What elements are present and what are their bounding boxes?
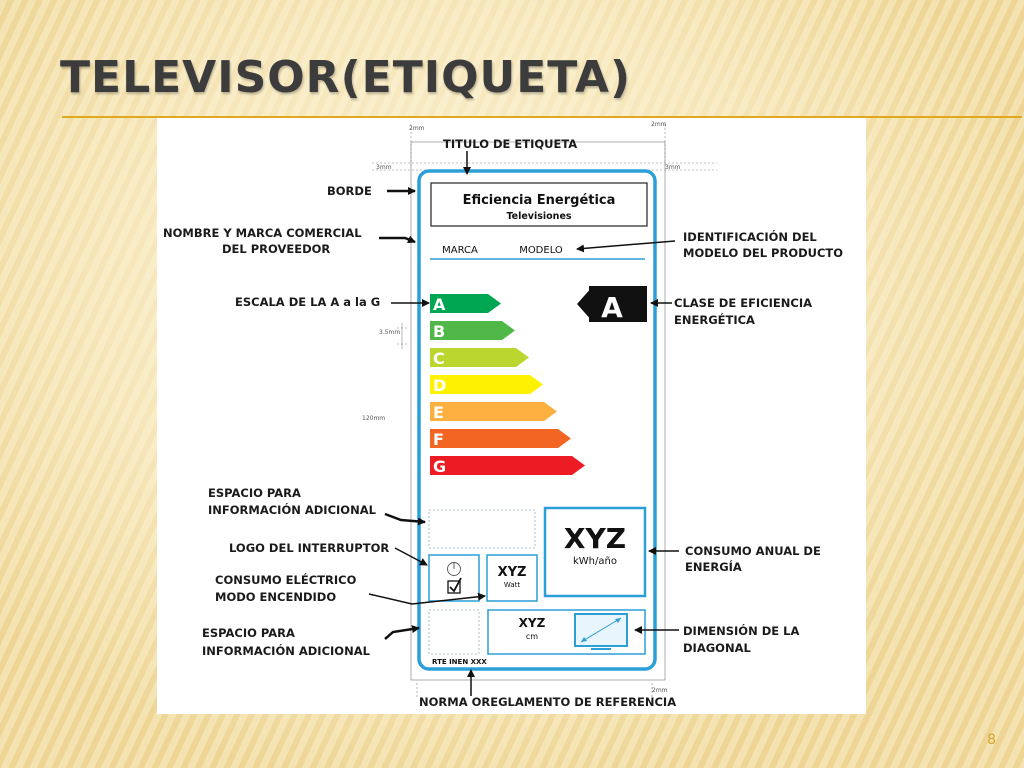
dim-top-right: 2mm [651,121,667,128]
title-underline [62,116,1022,118]
callout-on-mode-power-1: CONSUMO ELÉCTRICO [215,572,357,587]
annual-consumption-unit: kWh/año [573,556,617,567]
on-mode-power-box [486,554,538,602]
label-subtitle: Televisiones [506,211,571,222]
callout-switch-logo: LOGO DEL INTERRUPTOR [229,541,389,555]
grade-letter-d: D [433,376,446,395]
grade-bar-b [430,321,515,340]
checkbox-icon [447,577,462,594]
callout-additional-info-1b: INFORMACIÓN ADICIONAL [208,502,377,517]
dim-label-height: 120mm [362,415,385,422]
label-diagram: 2mm 2mm 3mm 3mm 3.5mm 120mm 2mm Eficienc… [157,118,866,714]
grade-letter-b: B [433,322,445,341]
callout-scale: ESCALA DE LA A a la G [235,295,380,309]
callout-arrows [368,151,679,696]
callout-annual-consumption-1: CONSUMO ANUAL DE [685,544,821,558]
grade-bar-c [430,348,529,367]
callout-supplier-name-1: NOMBRE Y MARCA COMERCIAL [163,226,362,240]
dim-top-left: 2mm [409,125,425,132]
callout-on-mode-power-2: MODO ENCENDIDO [215,590,336,604]
callout-supplier-name-2: DEL PROVEEDOR [222,242,330,256]
grade-letter-f: F [433,430,444,449]
grade-bar-f [430,429,571,448]
callout-model-id-2: MODELO DEL PRODUCTO [683,246,843,260]
callout-label-title: TITULO DE ETIQUETA [443,137,577,151]
diagonal-value: XYZ [519,616,546,630]
callout-diagonal-1: DIMENSIÓN DE LA [683,623,799,638]
callout-additional-info-2b: INFORMACIÓN ADICIONAL [202,643,371,658]
on-mode-power-unit: Watt [504,581,521,589]
grade-letter-c: C [433,349,445,368]
callout-border: BORDE [327,184,372,198]
power-switch-icon [447,562,461,576]
callout-annual-consumption-2: ENERGÍA [685,559,742,574]
grade-letter-a: A [433,295,446,314]
grade-bar-e [430,402,557,421]
grade-letter-e: E [433,403,444,422]
dim-bar-height: 3.5mm [379,329,400,336]
additional-info-space-2 [428,609,480,655]
switch-logo-box [428,554,480,602]
page-number: 8 [987,732,996,748]
annual-consumption-value: XYZ [564,522,626,555]
label-diagram-svg: 2mm 2mm 3mm 3mm 3.5mm 120mm 2mm Eficienc… [163,121,843,709]
class-indicator-shape [577,286,647,322]
label-model: MODELO [519,245,563,256]
dim-right-margin: 3mm [665,164,681,171]
class-indicator-letter: A [601,291,623,324]
diagonal-unit: cm [526,632,538,641]
label-brand: MARCA [442,245,478,256]
callout-diagonal-2: DIAGONAL [683,641,751,655]
grade-bar-a [430,294,501,313]
dim-bottom: 2mm [652,687,668,694]
callout-norm: NORMA OREGLAMENTO DE REFERENCIA [419,695,676,709]
grade-bar-d [430,375,543,394]
callout-additional-info-1a: ESPACIO PARA [208,486,301,500]
grade-letter-g: G [433,457,446,476]
slide-title: TELEVISOR(ETIQUETA) [60,52,632,103]
label-title-box [430,182,648,227]
annual-consumption-box [543,506,647,598]
additional-info-space-1 [428,509,536,549]
callout-efficiency-class-1: CLASE DE EFICIENCIA [674,296,812,310]
dim-left-margin: 3mm [376,164,392,171]
on-mode-power-value: XYZ [498,565,527,580]
label-title: Eficiencia Energética [463,193,616,208]
tv-diagonal-icon [574,613,628,650]
callout-efficiency-class-2: ENERGÉTICA [674,312,755,327]
label-norm: RTE INEN XXX [432,658,487,666]
callout-model-id-1: IDENTIFICACIÓN DEL [683,229,817,244]
callout-additional-info-2a: ESPACIO PARA [202,626,295,640]
grade-bar-g [430,456,585,475]
